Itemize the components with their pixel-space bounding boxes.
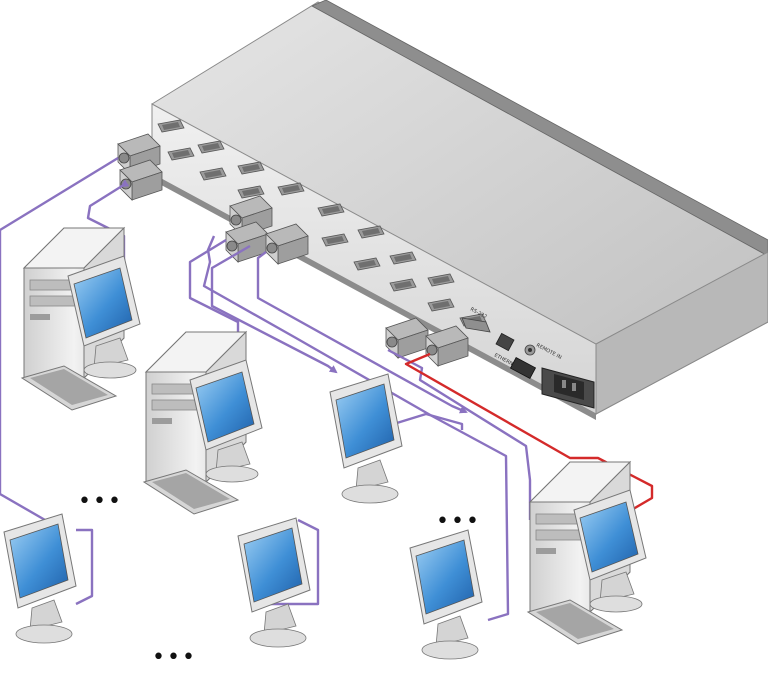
- plug-rs232: [425, 325, 469, 367]
- control-computer: [527, 461, 647, 645]
- cable-output-monitor-5: [202, 235, 510, 622]
- computer-1: [21, 227, 141, 411]
- power-inlet: [541, 367, 595, 409]
- cable-left-monitor: [0, 156, 119, 526]
- terminal-block: [509, 356, 537, 380]
- remote-in-jack: [524, 344, 536, 356]
- monitor-4: [409, 529, 483, 660]
- cable-output-monitor-3: [210, 244, 338, 374]
- ellipsis-right: •••: [436, 509, 481, 534]
- computer-2: [143, 331, 263, 515]
- monitor-1: [329, 373, 403, 504]
- cable-bottom-monitor: [262, 518, 320, 606]
- ethernet-port: [495, 332, 515, 352]
- cable-output-monitor-4: [256, 251, 468, 414]
- matrix-switcher-chassis: [151, 0, 768, 420]
- monitor-3: [237, 517, 311, 648]
- ellipsis-bottom: •••: [152, 645, 197, 670]
- cable-output-monitor-3-return: [373, 412, 464, 432]
- ellipsis-left: •••: [78, 489, 123, 514]
- monitor-2: [3, 513, 77, 644]
- rs232-port: [461, 317, 491, 333]
- control-cable-red: [404, 352, 654, 514]
- cable-control-pc: [387, 348, 532, 520]
- cable-left-monitor-return: [75, 528, 94, 606]
